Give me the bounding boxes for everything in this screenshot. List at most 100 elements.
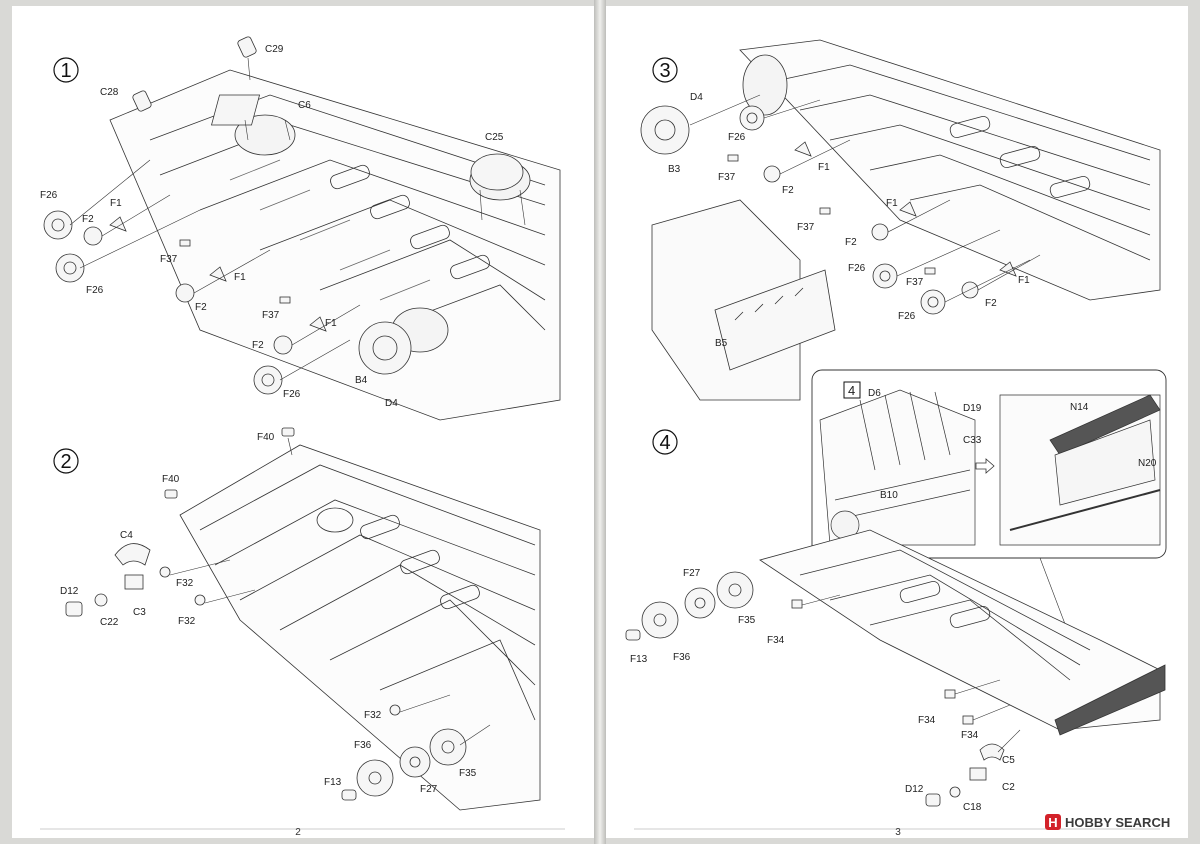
svg-text:C25: C25 [485,132,504,143]
step4-inset-badge [843,381,861,399]
svg-text:F32: F32 [178,616,196,627]
svg-text:F2: F2 [82,214,94,225]
svg-text:B5: B5 [715,338,728,349]
step4-labels: D6 D19 C33 B10 N14 N20 F27 F35 F34 F13 F… [630,388,1157,813]
step1-badge [53,57,79,83]
svg-text:F26: F26 [40,190,58,201]
hobby-search-logo-icon [1045,814,1061,830]
svg-text:F1: F1 [886,198,898,209]
svg-text:D6: D6 [868,388,881,399]
book-gutter [594,0,606,844]
svg-text:B3: B3 [668,164,681,175]
step3-number: 3 [659,60,670,82]
svg-text:F26: F26 [283,389,301,400]
svg-text:D4: D4 [385,398,398,409]
step3-badge [652,57,678,83]
svg-text:C22: C22 [100,617,119,628]
svg-text:F35: F35 [738,615,756,626]
step2-badge [53,448,79,474]
svg-text:F40: F40 [257,432,275,443]
part-c4 [114,543,151,566]
svg-text:D4: D4 [690,92,703,103]
svg-text:F13: F13 [324,777,342,788]
part-c28 [132,90,152,112]
svg-text:F32: F32 [176,578,194,589]
plate-n20 [1054,419,1156,506]
svg-text:C6: C6 [298,100,311,111]
svg-text:F1: F1 [325,318,337,329]
svg-text:F37: F37 [797,222,815,233]
svg-text:C2: C2 [1002,782,1015,793]
step4-parts [625,571,1005,807]
svg-text:F34: F34 [961,730,979,741]
svg-text:F26: F26 [848,263,866,274]
part-d12 [65,601,83,617]
cap-f13 [341,789,357,801]
svg-text:F34: F34 [767,635,785,646]
arrow-icon [975,458,995,474]
svg-text:F32: F32 [364,710,382,721]
track-n14 [1049,394,1161,456]
part-c29 [237,36,257,58]
step4-inset-number: 4 [848,383,855,398]
svg-text:F40: F40 [162,474,180,485]
svg-text:F36: F36 [354,740,372,751]
step1-parts [43,36,524,395]
part-f34 [791,599,803,609]
svg-text:F37: F37 [718,172,736,183]
step3-labels: D4 F26 B3 F1 F37 F2 F1 F37 F2 F26 F37 F1… [668,92,1030,349]
svg-text:C28: C28 [100,87,119,98]
step1-labels: C29 C28 C6 C25 F26 F1 F2 F26 F37 F1 F2 F… [40,44,504,409]
part-c2 [969,767,987,781]
plate-b5 [714,269,836,371]
svg-text:HOBBY SEARCH: HOBBY SEARCH [1065,815,1170,830]
svg-text:F2: F2 [845,237,857,248]
svg-text:F1: F1 [234,272,246,283]
svg-text:F1: F1 [1018,275,1030,286]
svg-text:F35: F35 [459,768,477,779]
svg-text:F36: F36 [673,652,691,663]
step2-labels: F40 F40 C4 D12 F32 C22 C3 F32 F32 F36 F1… [60,432,477,795]
svg-text:F37: F37 [262,310,280,321]
svg-text:F2: F2 [985,298,997,309]
svg-text:F1: F1 [818,162,830,173]
step1-leaders [69,57,526,381]
svg-text:F26: F26 [728,132,746,143]
cap-f13 [625,629,641,641]
svg-text:F2: F2 [252,340,264,351]
part-f40 [164,489,178,499]
svg-text:F26: F26 [86,285,104,296]
track-links [1054,664,1166,736]
plate-c6 [210,94,261,126]
part-f40b [281,427,295,437]
hobby-search-watermark: H HOBBY SEARCH [1045,814,1170,830]
svg-text:N20: N20 [1138,458,1157,469]
svg-text:D12: D12 [60,586,79,597]
svg-text:B10: B10 [880,490,898,501]
svg-text:B4: B4 [355,375,368,386]
step1-hull-drawing [109,69,561,421]
step4-leaders [801,594,1021,753]
svg-text:F27: F27 [683,568,701,579]
svg-text:F37: F37 [906,277,924,288]
svg-text:C29: C29 [265,44,284,55]
svg-text:C3: C3 [133,607,146,618]
svg-text:D12: D12 [905,784,924,795]
part-c5 [979,743,1005,761]
svg-text:C4: C4 [120,530,133,541]
step3-leaders [689,94,1041,303]
svg-text:F26: F26 [898,311,916,322]
step2-number: 2 [60,451,71,473]
svg-text:F1: F1 [110,198,122,209]
step1-number: 1 [60,60,71,82]
step4-inset-drawing [819,389,1161,546]
step2-parts [65,427,467,801]
step2-leaders [169,437,491,746]
step3-parts [640,105,1017,315]
right-page-number: 3 [895,827,901,838]
svg-text:F13: F13 [630,654,648,665]
plate-c25 [470,153,524,191]
step4-number: 4 [659,432,670,454]
